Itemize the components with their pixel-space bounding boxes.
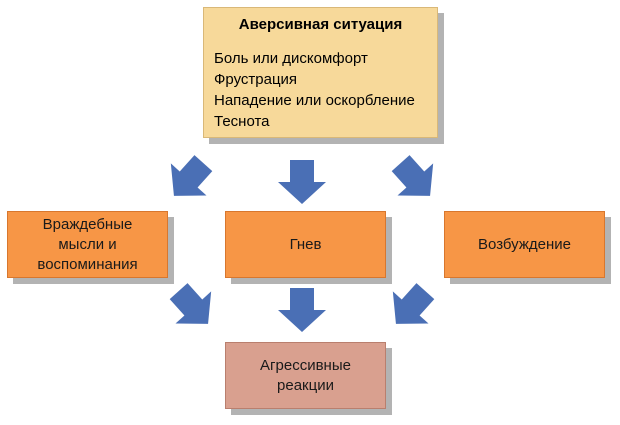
arrow-hostile-thoughts-to-aggression bbox=[160, 275, 226, 340]
arousal-box: Возбуждение bbox=[444, 211, 605, 278]
aggressive-reactions-label: Агрессивные реакции bbox=[260, 356, 351, 394]
anger-label: Гнев bbox=[289, 235, 322, 253]
list-item: Боль или дискомфорт bbox=[214, 50, 368, 67]
arrow-arousal-to-aggression bbox=[378, 275, 444, 340]
list-item: Нападение или оскорбление bbox=[214, 92, 415, 109]
arrow-top-to-hostile-thoughts bbox=[156, 147, 222, 212]
arousal-label: Возбуждение bbox=[478, 235, 571, 253]
list-item: Теснота bbox=[214, 113, 270, 130]
aversive-situation-list: Боль или дискомфорт Фрустрация Нападение… bbox=[214, 48, 415, 132]
aversive-situation-title: Аверсивная ситуация bbox=[238, 16, 403, 33]
hostile-thoughts-label: Враждебные мысли и воспоминания bbox=[37, 215, 138, 273]
anger-box: Гнев bbox=[225, 211, 386, 278]
aversive-situation-box: Аверсивная ситуация Боль или дискомфорт … bbox=[203, 7, 438, 138]
arrow-anger-to-aggression bbox=[278, 288, 326, 332]
hostile-thoughts-box: Враждебные мысли и воспоминания bbox=[7, 211, 168, 278]
aggressive-reactions-box: Агрессивные реакции bbox=[225, 342, 386, 409]
arrow-top-to-arousal bbox=[382, 147, 448, 212]
list-item: Фрустрация bbox=[214, 71, 298, 88]
arrow-top-to-anger bbox=[278, 160, 326, 204]
